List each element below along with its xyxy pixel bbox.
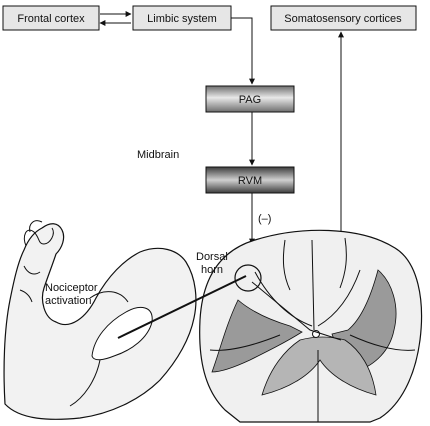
inhibition-label: (–): [258, 213, 271, 225]
nociceptor-label-line2: activation: [45, 295, 91, 307]
dorsal-horn-label-line1: Dorsal: [196, 251, 228, 263]
limbic-system-label: Limbic system: [147, 13, 217, 25]
dorsal-horn-circle: [234, 264, 262, 292]
somatosensory-cortices-label: Somatosensory cortices: [284, 13, 402, 25]
limbic-to-pag-arrow: [231, 17, 255, 85]
pag-label: PAG: [239, 94, 261, 106]
dorsal-horn-label-line2: horn: [201, 264, 223, 276]
nociceptor-afferent-line: [117, 275, 247, 339]
frontal-cortex-box: Frontal cortex: [2, 5, 100, 31]
somatosensory-cortices-box: Somatosensory cortices: [270, 5, 417, 31]
rvm-box: RVM: [205, 166, 295, 194]
arm-illustration: [3, 220, 197, 420]
spinal-cord-section: [199, 229, 423, 423]
pag-box: PAG: [205, 85, 295, 113]
dorsal-horn-to-tract-line: [251, 281, 342, 341]
midbrain-label: Midbrain: [137, 149, 179, 161]
nociceptor-label-line1: Nociceptor: [45, 282, 98, 294]
rvm-label: RVM: [238, 175, 262, 187]
limbic-system-box: Limbic system: [132, 5, 232, 31]
frontal-cortex-label: Frontal cortex: [17, 13, 85, 25]
